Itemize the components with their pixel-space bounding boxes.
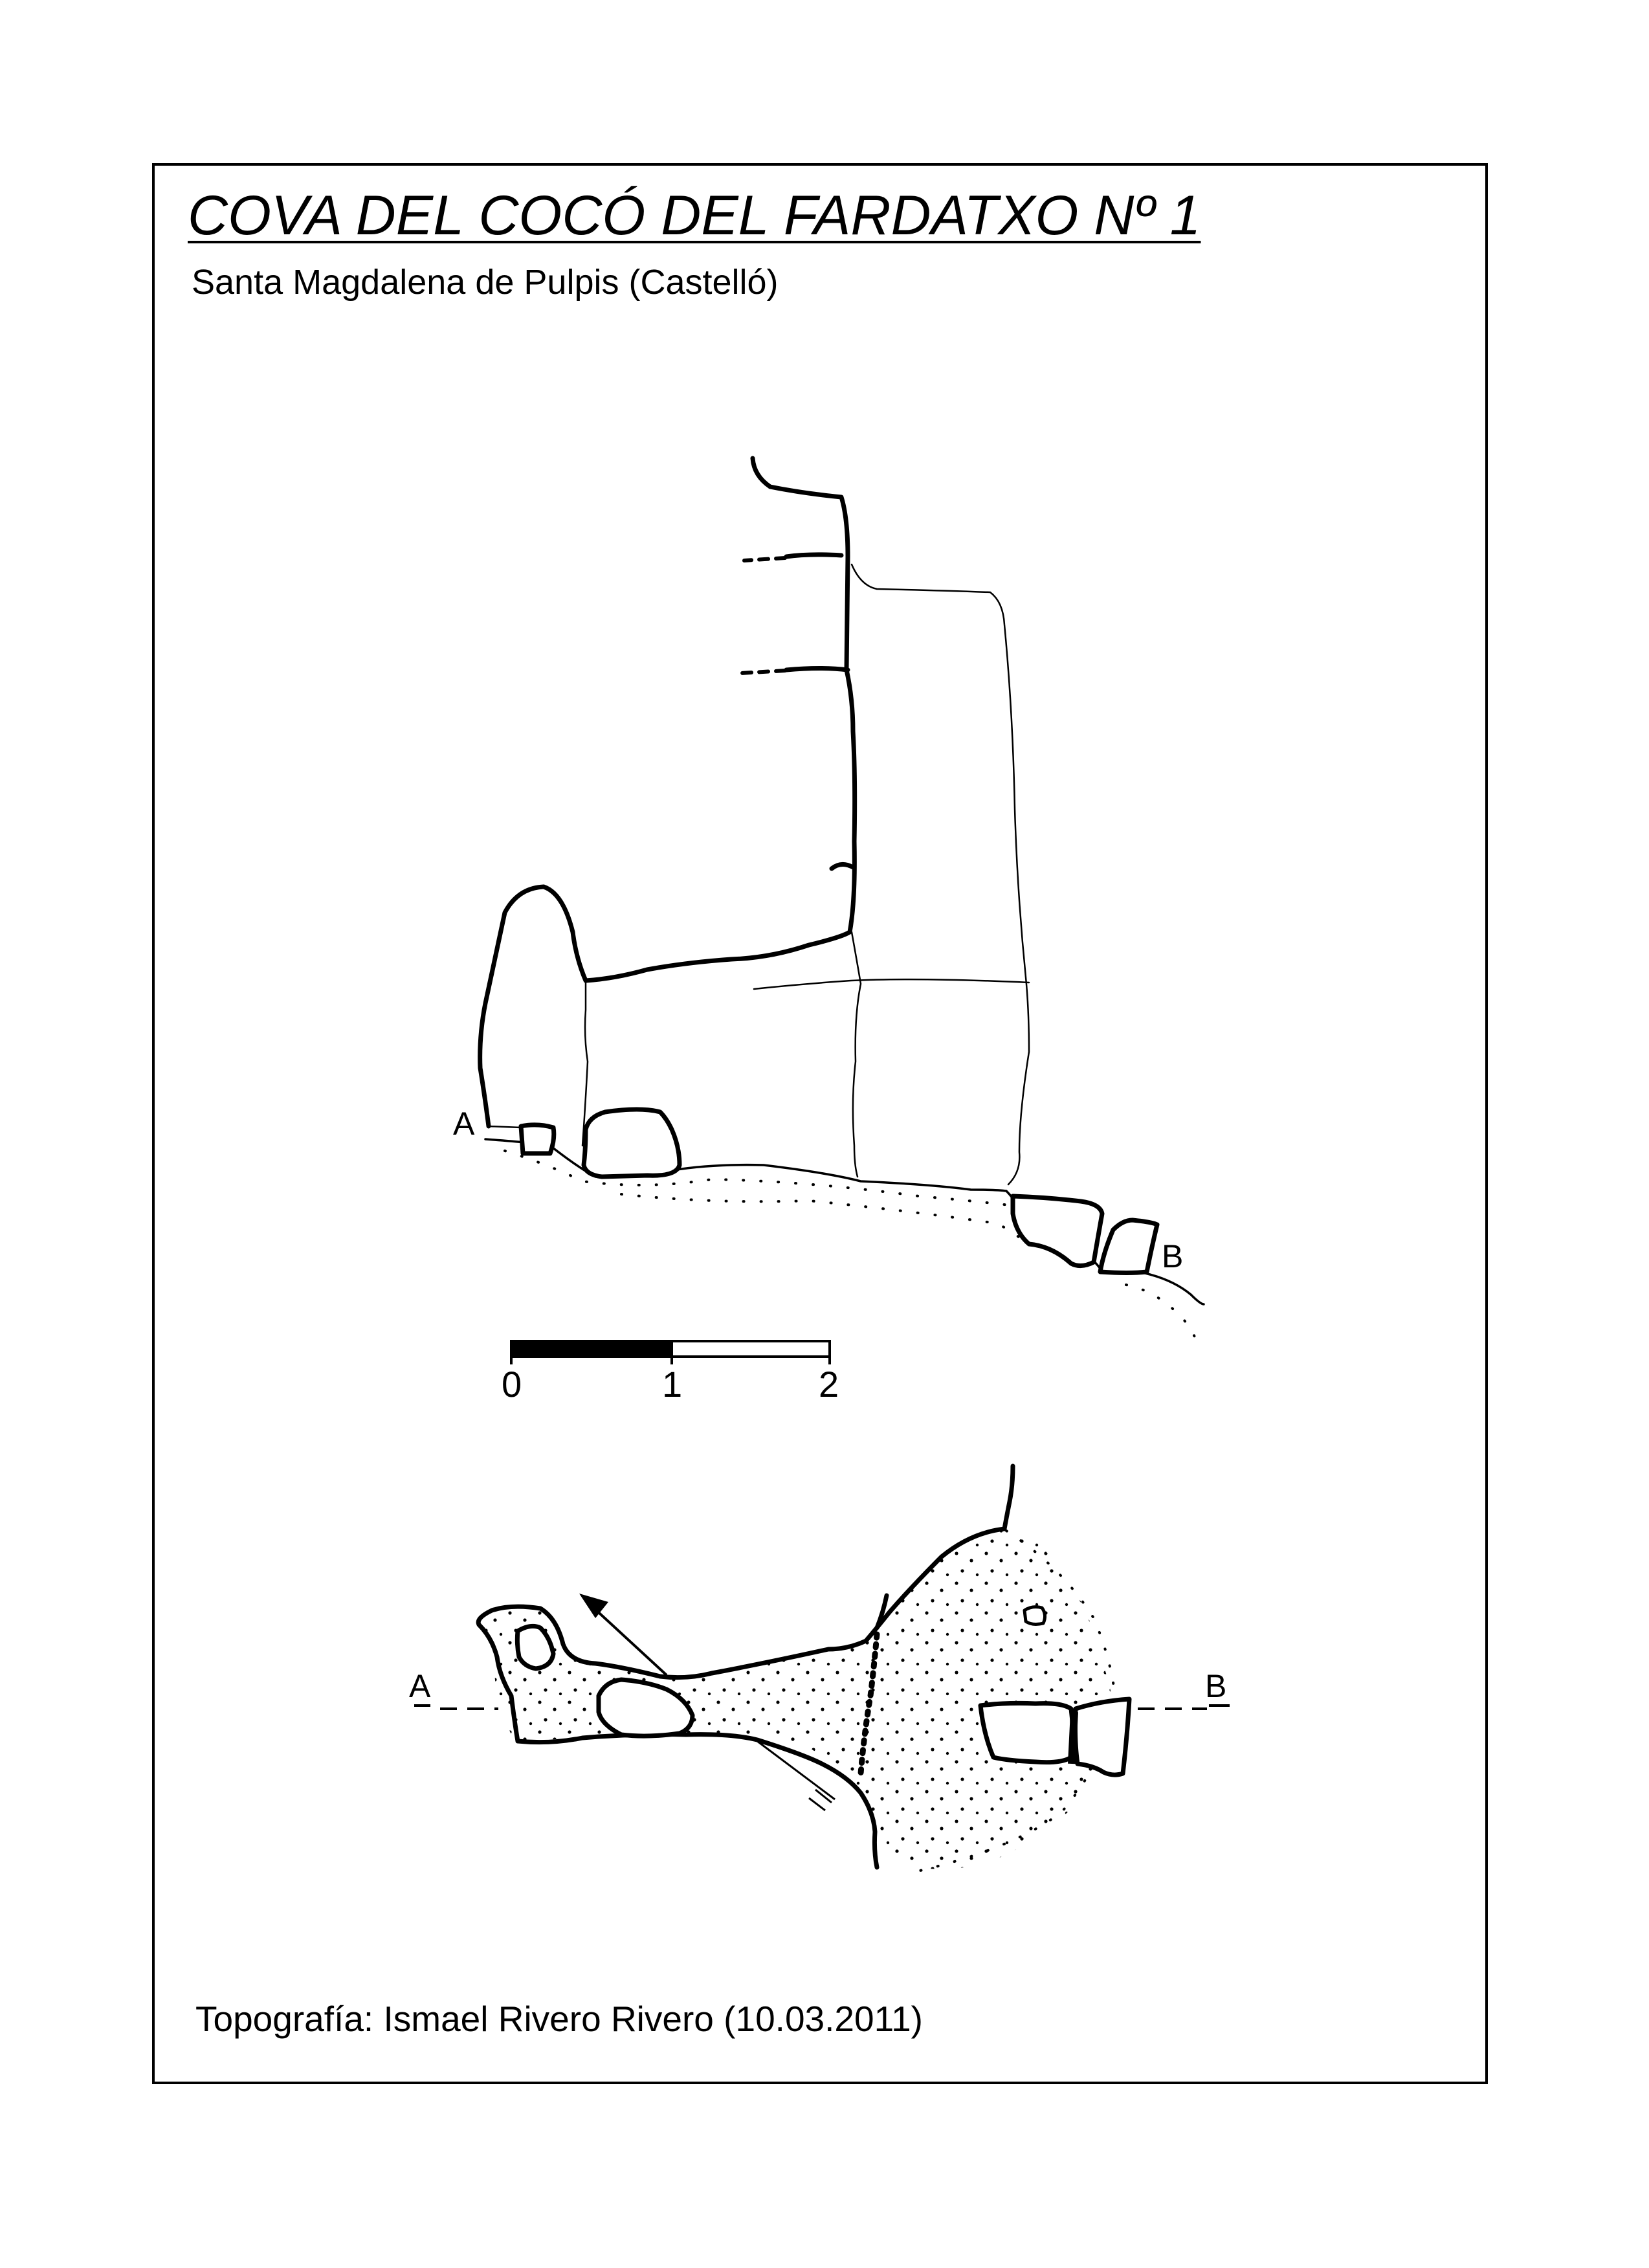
- scale-label-2: 2: [819, 1364, 839, 1405]
- section-label-b: B: [1162, 1238, 1183, 1274]
- section-shaft-outline: [850, 563, 1030, 1186]
- section-crossline: [753, 978, 1030, 990]
- section-front-wall-line: [581, 979, 589, 1147]
- plan-dripline: [858, 1631, 880, 1777]
- plan-block-b1: [978, 1700, 1075, 1765]
- section-block-b1: [1010, 1194, 1105, 1268]
- plan-pillar-large: [596, 1677, 695, 1739]
- location-subtitle: Santa Magdalena de Pulpis (Castelló): [192, 263, 779, 302]
- cave-plan-view: A B: [409, 1463, 1230, 1875]
- plan-slope-line-1: [757, 1740, 836, 1801]
- section-floor-sediment-1: [504, 1150, 1011, 1206]
- section-block-b2: [1098, 1217, 1160, 1275]
- section-wall-stub-upper: [784, 552, 844, 559]
- scale-bar-white-segment: [670, 1340, 831, 1358]
- plan-arrow-head: [579, 1594, 608, 1618]
- survey-credit: Topografía: Ismael Rivero Rivero (10.03.…: [195, 1999, 923, 2039]
- plan-block-b2: [1072, 1696, 1132, 1777]
- section-outer-wall: [478, 456, 858, 1129]
- plan-pillar-tiny: [1023, 1605, 1047, 1626]
- plan-north-wall: [476, 1463, 1015, 1870]
- section-block-small: [518, 1122, 557, 1156]
- section-wall-stub-middle: [784, 666, 850, 673]
- drawing-frame: [152, 163, 1488, 2084]
- plan-arrow-shaft: [591, 1605, 668, 1676]
- plan-slope-tick-1: [815, 1788, 832, 1804]
- scale-label-0: 0: [502, 1364, 522, 1405]
- plan-block-step: [1068, 1711, 1078, 1764]
- section-wall-stub-lower: [829, 862, 856, 871]
- scale-bar-black-segment: [510, 1340, 673, 1358]
- section-uncertain-continuation-upper: [742, 556, 787, 562]
- cave-section-profile: A B: [453, 456, 1205, 1344]
- plan-label-b: B: [1205, 1668, 1226, 1704]
- section-floor-sediment-2: [620, 1193, 1030, 1247]
- section-entrance-ledge: [487, 1125, 522, 1129]
- plan-label-a: A: [409, 1668, 431, 1704]
- scale-bar: 0 1 2: [502, 1340, 839, 1405]
- cave-title: COVA DEL COCÓ DEL FARDATXO Nº 1: [188, 184, 1201, 247]
- plan-entrance-wall: [874, 1593, 889, 1630]
- scale-label-1: 1: [662, 1364, 682, 1405]
- section-label-a: A: [453, 1106, 475, 1142]
- section-block-large: [581, 1107, 682, 1179]
- section-shaft-inner-line: [850, 931, 862, 1178]
- section-floor-sediment-3: [1125, 1284, 1199, 1344]
- plan-slope-tick-2: [808, 1797, 826, 1812]
- plan-pillar-small: [515, 1623, 556, 1671]
- section-uncertain-continuation-middle: [739, 669, 787, 675]
